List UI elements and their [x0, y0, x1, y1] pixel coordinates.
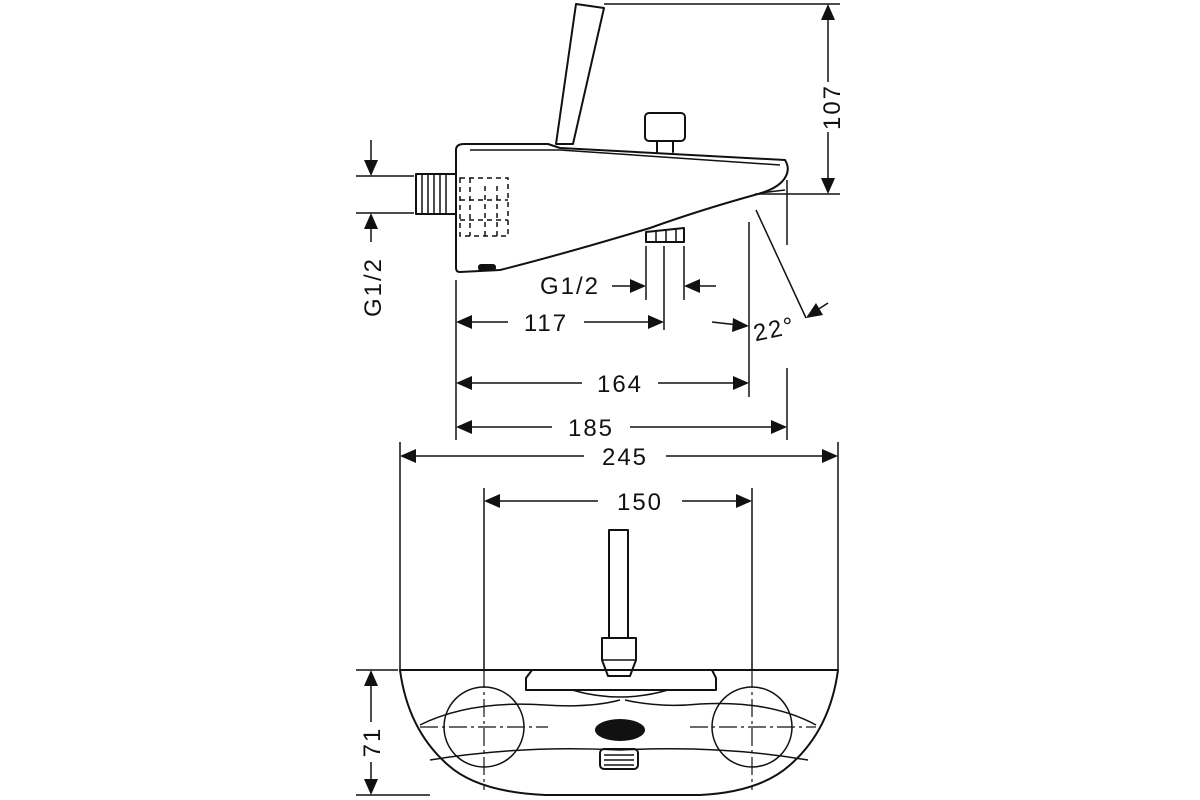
dim-label-185: 185: [568, 415, 614, 442]
dimension-185: 185: [456, 415, 787, 442]
dimension-thread-left: G1/2: [360, 140, 387, 317]
dimension-thread-outlet: G1/2: [540, 273, 716, 300]
side-view: [415, 3, 789, 273]
dimension-angle: 22°: [711, 302, 829, 347]
mixer-body-top: [399, 669, 839, 796]
dim-label-150: 150: [617, 489, 663, 516]
dimension-107: 107: [819, 4, 846, 194]
top-view: [399, 529, 839, 796]
dim-label-107: 107: [819, 84, 846, 130]
dim-label-thread-left: G1/2: [360, 257, 387, 317]
dimension-245: 245: [400, 444, 838, 471]
dim-label-71: 71: [359, 727, 386, 758]
dimension-71: 71: [359, 670, 386, 795]
lever-handle: [555, 3, 605, 145]
dim-label-angle: 22°: [751, 312, 798, 347]
center-logo: [595, 719, 645, 741]
dimension-164: 164: [456, 371, 749, 398]
diverter-knob: [644, 112, 686, 153]
spout-body: [455, 143, 789, 273]
top-plate: [525, 669, 717, 691]
dim-label-245: 245: [602, 444, 648, 471]
extension-lines-top: [356, 442, 839, 796]
dimension-150: 150: [484, 489, 752, 516]
wall-connector: [415, 173, 457, 215]
dim-label-117: 117: [524, 310, 568, 337]
dim-label-164: 164: [597, 371, 643, 398]
dim-label-thread-outlet: G1/2: [540, 273, 600, 300]
hidden-internals: [459, 177, 509, 237]
extension-lines-side: [356, 3, 840, 440]
outlet-thread: [645, 227, 685, 243]
lever-stem-top: [608, 529, 629, 639]
dimension-117: 117: [456, 310, 664, 337]
aerator-top: [599, 748, 639, 770]
bottom-screw: [478, 264, 496, 271]
